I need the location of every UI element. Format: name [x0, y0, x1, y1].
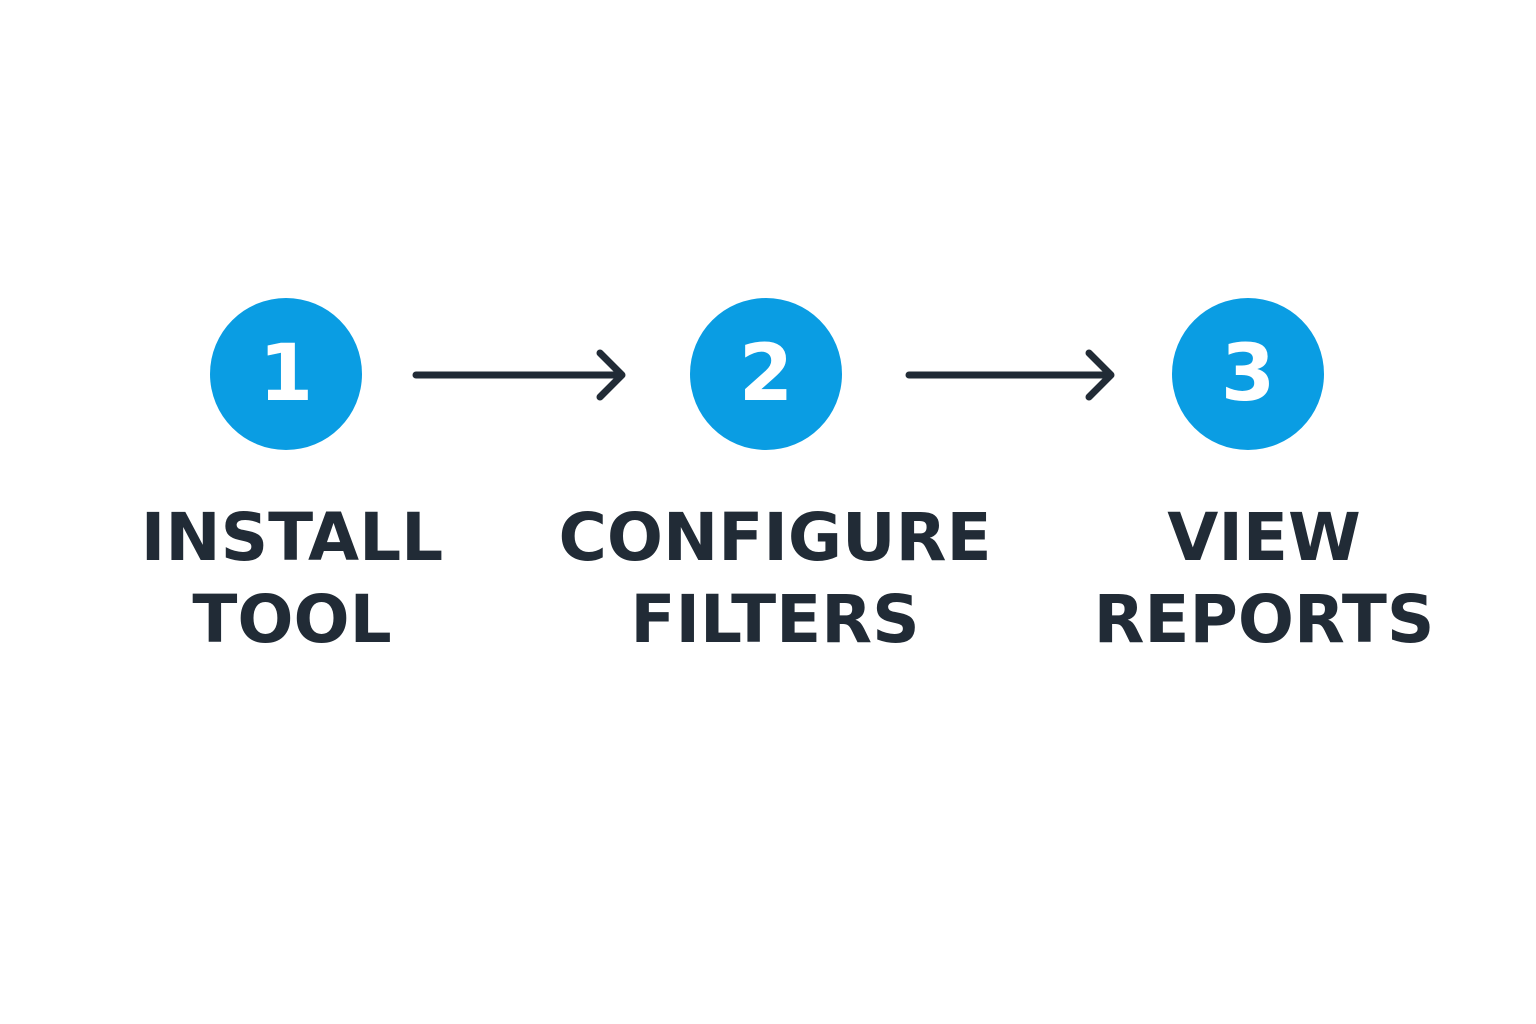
arrow-right-icon	[905, 349, 1115, 401]
step-3-label-line2: REPORTS	[1093, 581, 1435, 658]
step-1-circle: 1	[210, 298, 362, 450]
step-3-label-line1: VIEW	[1167, 499, 1361, 576]
arrow-right-icon	[412, 349, 626, 401]
step-2-label-line2: FILTERS	[630, 581, 920, 658]
step-1-label-line2: TOOL	[192, 581, 392, 658]
step-2-label: CONFIGURE FILTERS	[545, 497, 1005, 661]
step-1-label: INSTALL TOOL	[62, 497, 522, 661]
step-1-number: 1	[258, 329, 314, 419]
step-3-circle: 3	[1172, 298, 1324, 450]
step-1-label-line1: INSTALL	[140, 499, 444, 576]
step-2-number: 2	[738, 329, 794, 419]
step-2-label-line1: CONFIGURE	[558, 499, 992, 576]
step-3-number: 3	[1220, 329, 1276, 419]
step-3-label: VIEW REPORTS	[1034, 497, 1494, 661]
step-2-circle: 2	[690, 298, 842, 450]
